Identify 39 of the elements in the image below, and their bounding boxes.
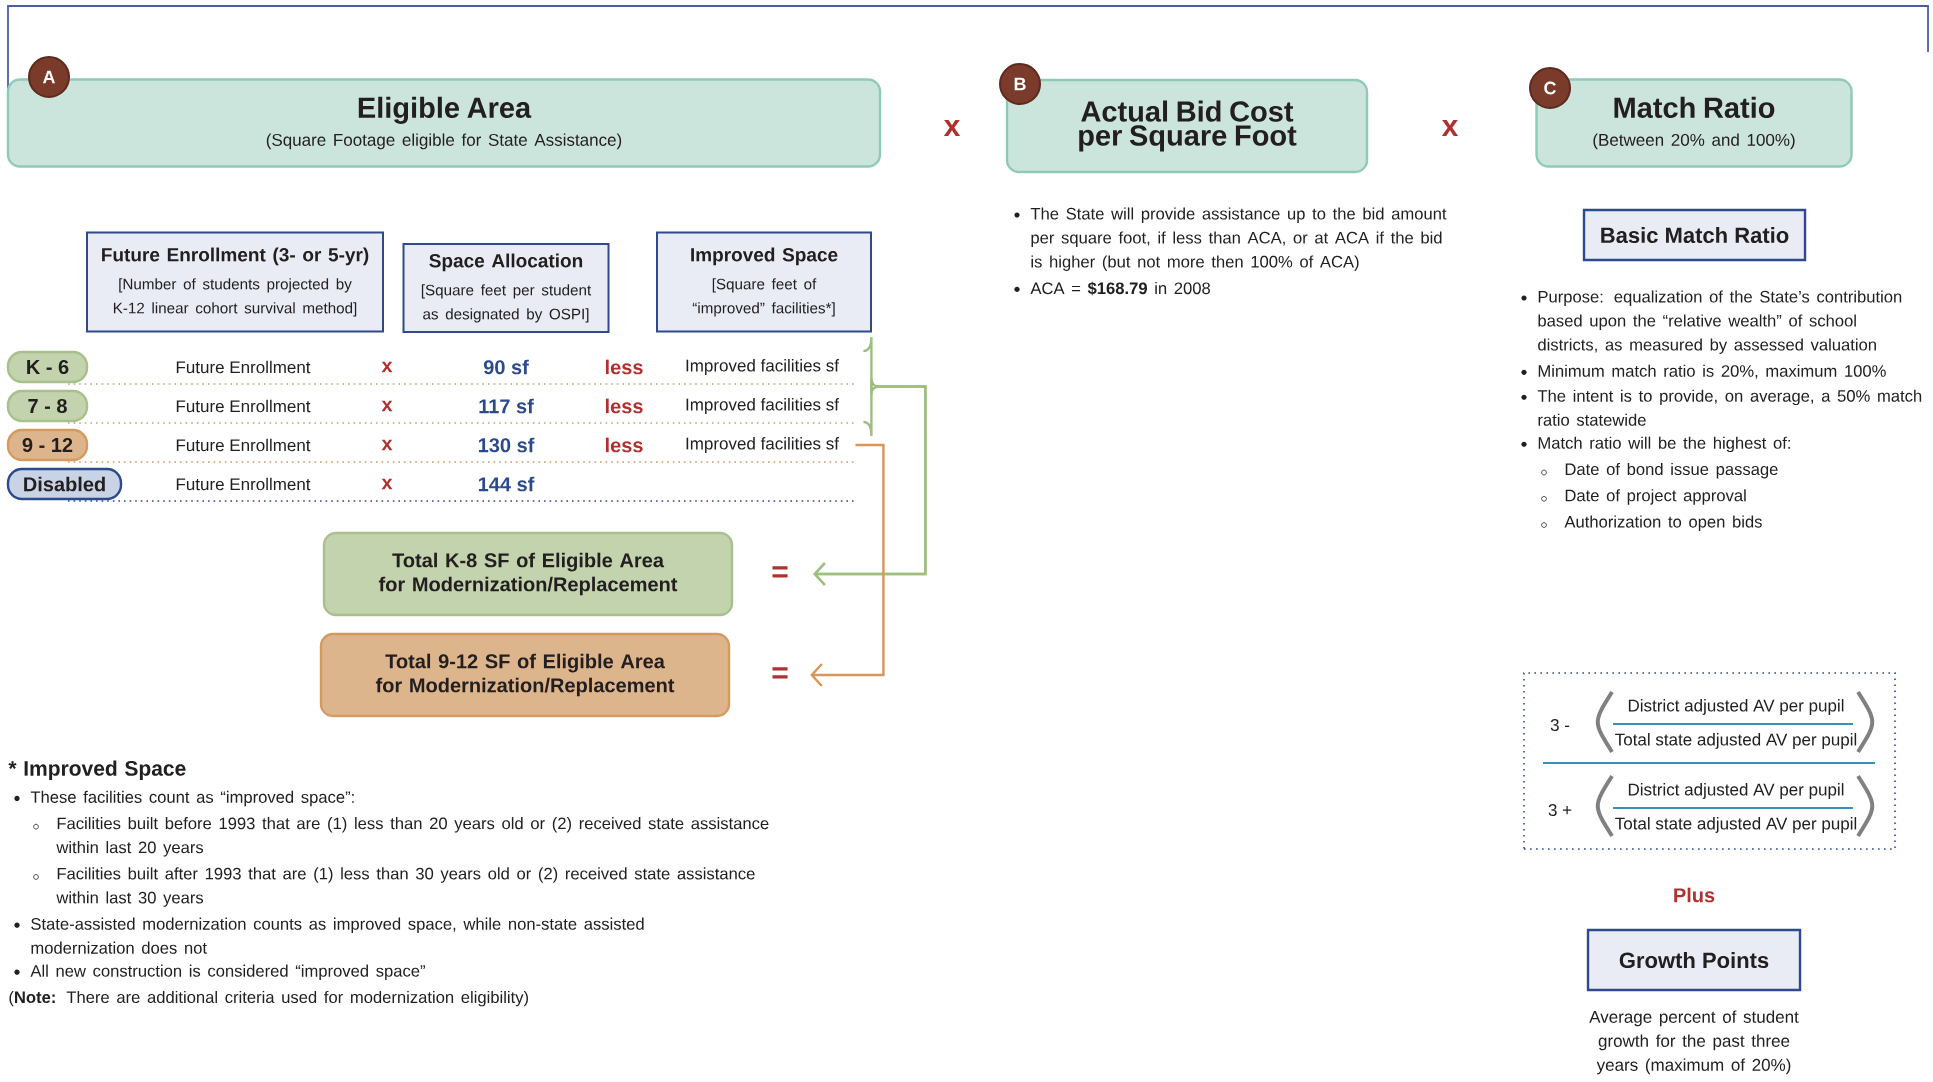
operator-sign: x [1441,120,1459,136]
bullet-item: All new construction is considered “improved space” [14,964,425,981]
bullet-item: These facilities count as “improved space”: [14,790,354,807]
letter-badge: B [999,63,1041,105]
bullet-item: Purpose: equalization of the State’s contribution based upon the “relative wealth” of school districts, as measured by assessed valuation [1521,290,1902,354]
bullet-item: ACA = $168.79 in 2008 [1014,281,1210,296]
node-label: = [772,667,788,679]
bullet-item: The intent is to provide, on average, a 50% match ratio statewide [1521,389,1922,426]
sub-bullet-item: Facilities built after 1993 that are (1) less than 30 years old or (2) received state assistance within last 30 years [33,867,755,907]
sub-bullet-item: Date of project approval [1541,489,1746,505]
title-box: Growth Points Average percent of student growth for the past three years (maximum of 20%) [1586,928,1802,1075]
bullet-item: The State will provide assistance up to the bid amount per square foot, if less than ACA, or at ACA if the bid is higher (but not more then 100% of ACA) [1014,207,1447,271]
bullet-item: State-assisted modernization counts as improved space, while non-state assisted modernization does not [14,917,644,954]
grade-pill: K - 6 [6,350,89,384]
sub-bullet-item: Date of bond issue passage [1541,462,1778,479]
column-header-box: Improved Space [Square feet of “improved” facilities*] [656,231,872,333]
connector-arrow [810,443,885,687]
operator-sign: x [943,120,961,136]
note-text: (Note: There are additional criteria used for modernization eligibility) [9,990,528,1007]
bullet-item: Minimum match ratio is 20%, maximum 100% [1521,364,1886,379]
note-heading: * Improved Space [8,760,186,780]
letter-badge: C [1529,67,1571,109]
grade-pill: 7 - 8 [6,389,89,423]
connector-arrow [813,377,927,586]
sub-bullet-item: Facilities built before 1993 that are (1) less than 20 years old or (2) received state assistance within last 20 years [33,817,769,857]
node-label: Average percent of student growth for the past three years (maximum of 20%) [1589,1010,1799,1075]
sub-bullet-item: Authorization to open bids [1541,515,1762,531]
bullet-item: Match ratio will be the highest of: [1521,436,1790,453]
column-header-box: Future Enrollment (3- or 5-yr) [Number of students projected by K-12 linear cohort survival method] [86,231,384,333]
title-box: Basic Match Ratio [1582,208,1807,262]
formula-box: 3 - District adjusted AV per pupil Total state adjusted AV per pupil 3 + District adjusted AV per pupil Total state adjusted AV per pupil [1523,672,1896,850]
letter-badge: A [28,56,70,98]
total-box: Total K-8 SF of Eligible Area for Modernization/Replacement = [322,531,788,617]
grade-pill: 9 - 12 [6,428,89,462]
plus-label: Plus [1674,887,1715,903]
total-box: Total 9-12 SF of Eligible Area for Modernization/Replacement = [319,632,788,718]
grade-pill: Disabled [6,467,123,501]
column-header-box: Space Allocation [Square feet per student as designated by OSPI] [402,243,610,333]
node-label: = [772,566,788,578]
